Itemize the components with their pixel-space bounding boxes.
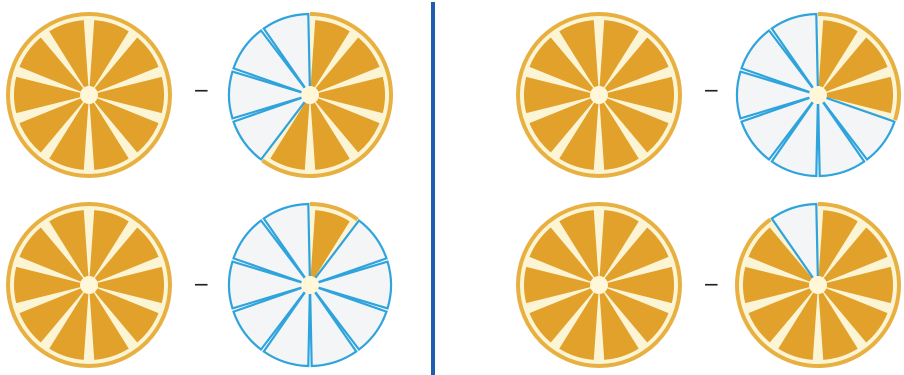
fruit-center [590,276,608,294]
cut-fruit-1 [229,12,393,178]
cut-fruit-4 [735,202,901,368]
fruit-center [301,86,319,104]
whole-fruit-3 [516,12,682,178]
whole-fruit-4 [516,202,682,368]
minus-sign-2: − [193,274,210,294]
fruit-center [301,276,319,294]
fruit-center [80,86,98,104]
fruit-center [590,86,608,104]
minus-sign-1: − [193,80,210,100]
fruit-center [80,276,98,294]
cut-fruit-2 [229,202,391,366]
cut-fruit-3 [737,12,901,176]
minus-sign-3: − [703,80,720,100]
whole-fruit-2 [6,202,172,368]
minus-sign-4: − [703,274,720,294]
fruit-center [809,86,827,104]
fruit-center [809,276,827,294]
whole-fruit-1 [6,12,172,178]
